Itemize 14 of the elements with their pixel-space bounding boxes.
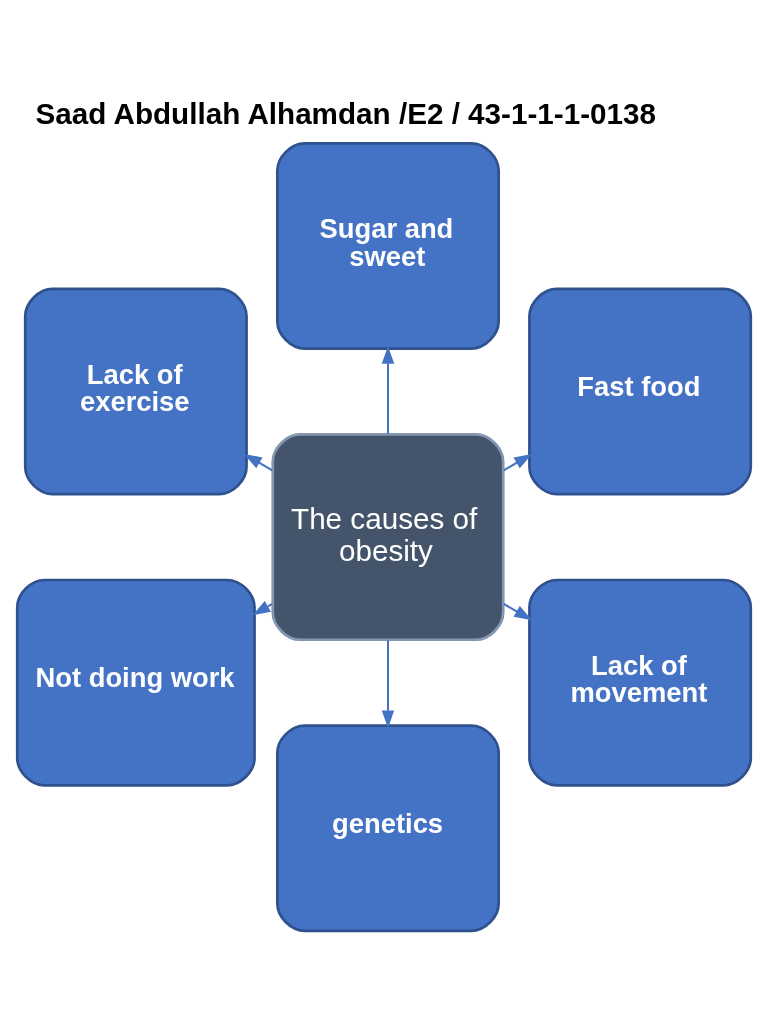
arrow	[243, 453, 273, 472]
arrow	[381, 640, 395, 729]
node-box: Not doing work	[15, 578, 256, 787]
node-box: genetics	[276, 724, 500, 933]
node-box: Sugar and sweet	[276, 141, 500, 350]
node-box: The causes of obesity	[271, 433, 505, 642]
arrow	[252, 601, 273, 616]
arrow	[503, 453, 533, 472]
arrow	[381, 346, 395, 434]
node-box: Lack of exercise	[23, 287, 248, 496]
node-box: Lack of movement	[528, 578, 753, 787]
diagram-title: Saad Abdullah Alhamdan /E2 / 43-1-1-1-0138	[35, 96, 656, 130]
arrow	[503, 603, 533, 621]
node-box: Fast food	[528, 287, 753, 496]
